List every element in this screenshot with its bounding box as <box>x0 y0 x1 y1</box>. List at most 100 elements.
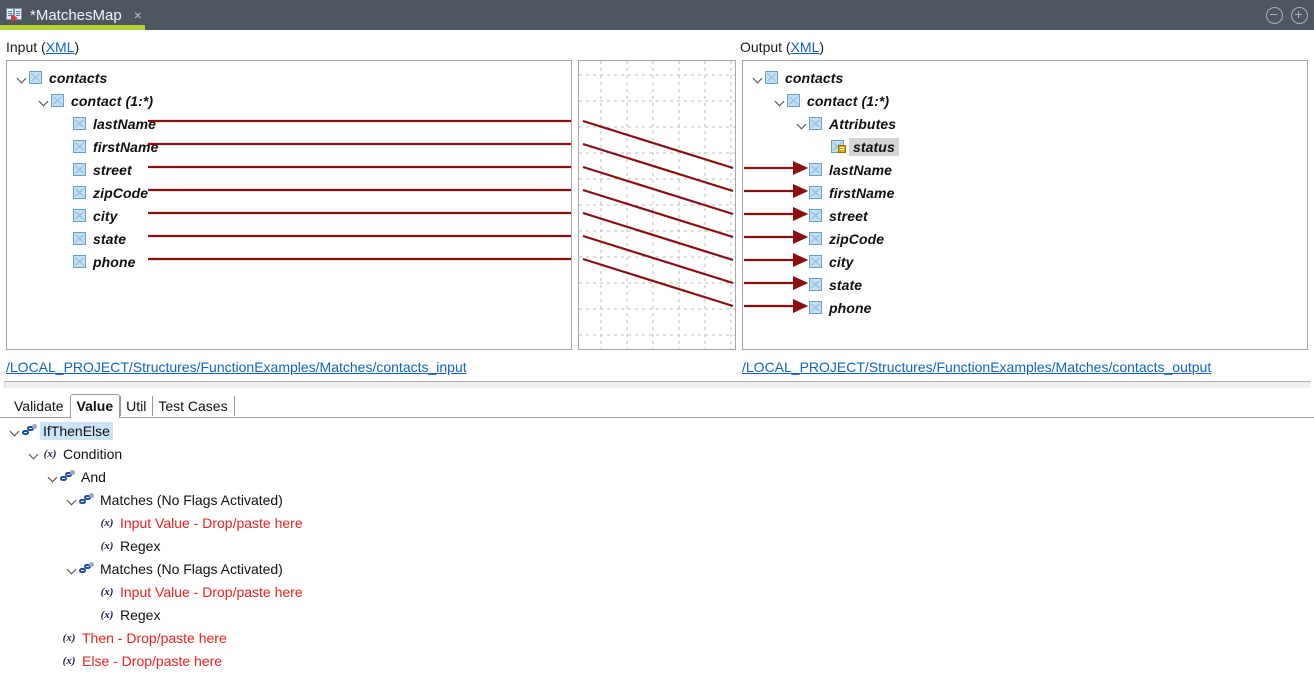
tab-separator <box>233 396 235 416</box>
value-node-ifthenelse[interactable]: IfThenElse <box>8 419 113 442</box>
tree-node-label: contact (1:*) <box>71 92 154 109</box>
tree-indent-spacer <box>59 227 73 250</box>
element-node-icon <box>809 117 822 130</box>
bottom-tab-label: Value <box>76 398 114 414</box>
tree-node-street[interactable]: street <box>795 204 868 227</box>
bottom-tab-label: Validate <box>13 397 64 414</box>
title-bar: *MatchesMap × <box>0 0 1314 30</box>
tree-node-contacts[interactable]: contacts <box>751 66 843 89</box>
active-tab-accent <box>0 25 145 30</box>
value-node-and[interactable]: And <box>46 465 106 488</box>
tab-separator <box>152 396 154 416</box>
value-node-label: Then - Drop/paste here <box>82 629 227 646</box>
element-node-icon <box>73 232 86 245</box>
tree-indent-spacer <box>59 204 73 227</box>
chevron-down-icon[interactable] <box>8 419 22 442</box>
bottom-tab-test-cases[interactable]: Test Cases <box>152 394 233 417</box>
variable-icon: (x) <box>43 447 57 460</box>
output-path-link[interactable]: /LOCAL_PROJECT/Structures/FunctionExampl… <box>742 359 1212 375</box>
tree-indent-spacer <box>84 580 98 603</box>
element-node-icon <box>73 117 86 130</box>
output-xml-link[interactable]: XML <box>790 39 820 55</box>
tree-node-phone[interactable]: phone <box>795 296 872 319</box>
tree-indent-spacer <box>795 250 809 273</box>
chevron-down-icon[interactable] <box>751 66 765 89</box>
input-path-link[interactable]: /LOCAL_PROJECT/Structures/FunctionExampl… <box>6 359 467 375</box>
tree-indent-spacer <box>59 112 73 135</box>
tree-node-street[interactable]: street <box>59 158 132 181</box>
chevron-down-icon[interactable] <box>46 465 60 488</box>
value-node-regex[interactable]: (x)Regex <box>84 534 161 557</box>
tree-node-lastname[interactable]: lastName <box>795 158 892 181</box>
tree-node-firstname[interactable]: firstName <box>795 181 894 204</box>
tree-node-attributes[interactable]: Attributes <box>795 112 896 135</box>
bottom-tab-value[interactable]: Value <box>69 394 121 417</box>
tree-indent-spacer <box>795 158 809 181</box>
value-node-label: Regex <box>120 537 161 554</box>
tree-node-status[interactable]: status <box>817 135 899 158</box>
value-node-label: Input Value - Drop/paste here <box>120 583 303 600</box>
tree-indent-spacer <box>795 296 809 319</box>
chevron-down-icon[interactable] <box>795 112 809 135</box>
value-node-matches-no-flags-activated[interactable]: Matches (No Flags Activated) <box>65 488 283 511</box>
variable-icon: (x) <box>100 585 114 598</box>
value-node-regex[interactable]: (x)Regex <box>84 603 161 626</box>
tree-node-lastname[interactable]: lastName <box>59 112 156 135</box>
input-section-label: Input (XML) <box>6 39 79 55</box>
value-node-condition[interactable]: (x)Condition <box>27 442 123 465</box>
element-node-icon <box>51 94 64 107</box>
input-xml-link[interactable]: XML <box>45 39 75 55</box>
tree-node-zipcode[interactable]: zipCode <box>795 227 884 250</box>
chevron-down-icon[interactable] <box>65 488 79 511</box>
element-node-icon <box>73 163 86 176</box>
pane-splitter[interactable] <box>4 381 1311 388</box>
tree-node-label: city <box>93 207 118 224</box>
chevron-down-icon[interactable] <box>27 442 41 465</box>
mapping-grid-panel[interactable] <box>578 60 736 350</box>
tree-indent-spacer <box>59 250 73 273</box>
active-tab-gap <box>70 417 120 418</box>
function-icon <box>79 492 95 507</box>
chevron-down-icon[interactable] <box>37 89 51 112</box>
element-node-icon <box>809 301 822 314</box>
element-node-icon <box>765 71 778 84</box>
value-node-else-drop-paste-here[interactable]: (x)Else - Drop/paste here <box>46 649 223 672</box>
tree-indent-spacer <box>46 649 60 672</box>
tree-indent-spacer <box>817 135 831 158</box>
value-node-then-drop-paste-here[interactable]: (x)Then - Drop/paste here <box>46 626 227 649</box>
element-node-icon <box>73 209 86 222</box>
tree-node-contacts[interactable]: contacts <box>15 66 107 89</box>
chevron-down-icon[interactable] <box>65 557 79 580</box>
tree-node-contact-1[interactable]: contact (1:*) <box>773 89 889 112</box>
tree-node-state[interactable]: state <box>795 273 862 296</box>
close-icon[interactable]: × <box>133 7 142 23</box>
tree-node-label: state <box>93 230 127 247</box>
chevron-down-icon[interactable] <box>773 89 787 112</box>
tree-indent-spacer <box>84 511 98 534</box>
value-node-input-value-drop-paste-here[interactable]: (x) Input Value - Drop/paste here <box>84 580 303 603</box>
value-node-label: Matches (No Flags Activated) <box>100 491 283 508</box>
value-node-input-value-drop-paste-here[interactable]: (x)Input Value - Drop/paste here <box>84 511 303 534</box>
maximize-icon[interactable] <box>1291 6 1308 24</box>
tree-node-city[interactable]: city <box>795 250 854 273</box>
tree-indent-spacer <box>795 227 809 250</box>
bottom-tab-label: Util <box>126 397 147 414</box>
tree-node-city[interactable]: city <box>59 204 118 227</box>
tree-node-contact-1[interactable]: contact (1:*) <box>37 89 153 112</box>
value-node-matches-no-flags-activated[interactable]: Matches (No Flags Activated) <box>65 557 283 580</box>
bottom-tab-validate[interactable]: Validate <box>8 394 70 417</box>
tree-node-label: lastName <box>93 115 157 132</box>
tree-node-zipcode[interactable]: zipCode <box>59 181 148 204</box>
tree-node-state[interactable]: state <box>59 227 126 250</box>
tree-node-firstname[interactable]: firstName <box>59 135 158 158</box>
chevron-down-icon[interactable] <box>15 66 29 89</box>
minimize-icon[interactable] <box>1266 6 1283 24</box>
tree-indent-spacer <box>46 626 60 649</box>
tab-separator <box>120 396 122 416</box>
bottom-tab-util[interactable]: Util <box>120 394 152 417</box>
tree-node-phone[interactable]: phone <box>59 250 136 273</box>
